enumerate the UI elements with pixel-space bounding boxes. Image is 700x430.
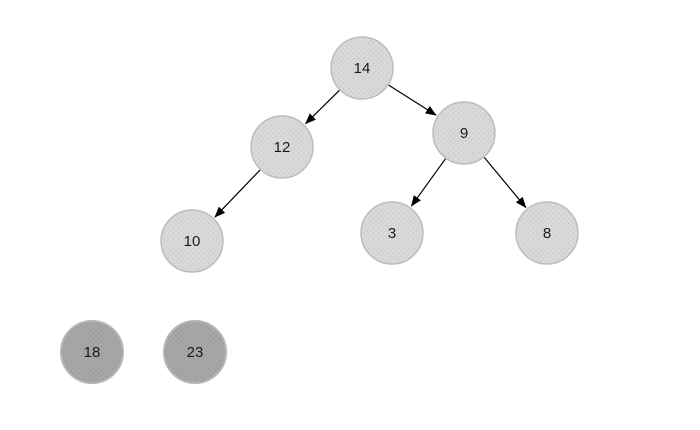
- detached-node-23[interactable]: 23: [163, 320, 227, 384]
- tree-node-9: 9: [432, 101, 496, 165]
- node-value-label: 12: [274, 139, 291, 156]
- node-value-label: 23: [187, 344, 204, 361]
- tree-node-8: 8: [515, 201, 579, 265]
- node-circle: [432, 101, 496, 165]
- node-value-label: 9: [460, 125, 468, 142]
- node-circle: [330, 36, 394, 100]
- node-value-label: 10: [184, 233, 201, 250]
- node-circle: [60, 320, 124, 384]
- node-circle: [250, 115, 314, 179]
- edge-9-to-8: [483, 156, 527, 209]
- edge-9-to-3: [410, 157, 447, 207]
- edge-14-to-9: [387, 84, 437, 116]
- edge-12-to-10: [214, 168, 262, 218]
- node-circle: [360, 201, 424, 265]
- node-value-label: 14: [354, 60, 371, 77]
- node-value-label: 3: [388, 225, 396, 242]
- tree-node-12: 12: [250, 115, 314, 179]
- tree-node-3: 3: [360, 201, 424, 265]
- tree-node-14: 14: [330, 36, 394, 100]
- node-circle: [163, 320, 227, 384]
- node-circle: [160, 209, 224, 273]
- node-value-label: 18: [84, 344, 101, 361]
- node-value-label: 8: [543, 225, 551, 242]
- detached-node-18[interactable]: 18: [60, 320, 124, 384]
- node-circle: [515, 201, 579, 265]
- tree-node-10: 10: [160, 209, 224, 273]
- edge-14-to-12: [305, 89, 341, 125]
